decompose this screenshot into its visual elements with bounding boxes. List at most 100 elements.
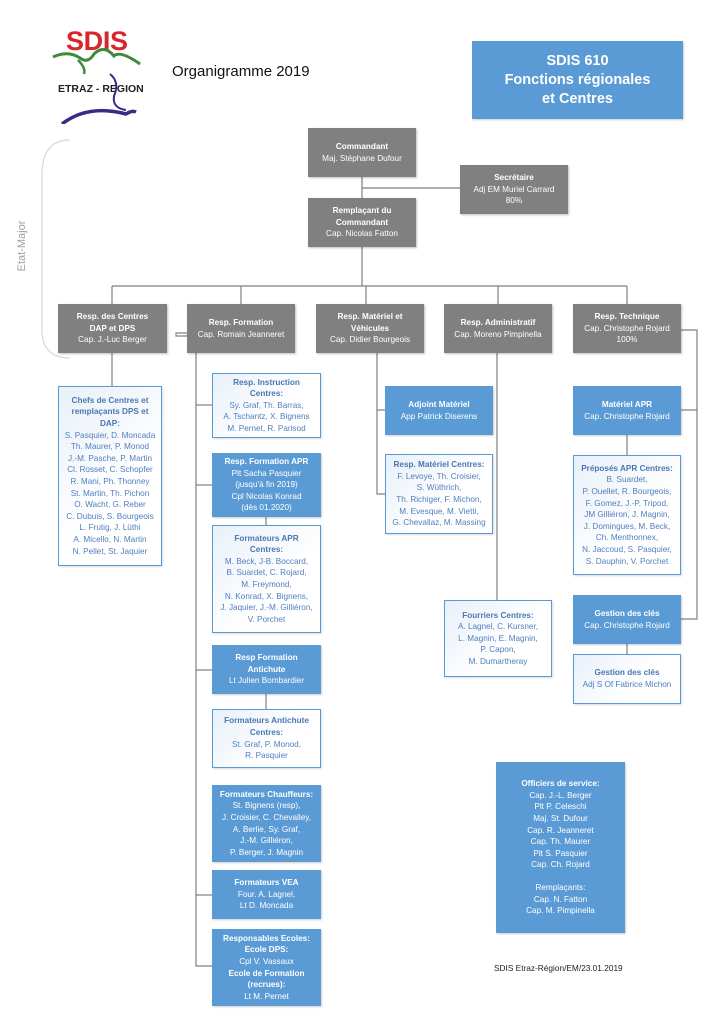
line: S. Wüthrich, (416, 483, 462, 493)
name: Maj. Stéphane Dufour (322, 153, 402, 163)
technique-box: Préposés APR Centres: B. Suardet, P. Ouell… (573, 455, 681, 575)
line: (dès 01.2020) (241, 503, 292, 513)
page-title: Organigramme 2019 (172, 63, 310, 80)
dept-formation: Resp. Formation Cap. Romain Jeanneret (187, 304, 295, 353)
list-line: Th. Maurer, P. Monod (70, 442, 150, 452)
line: App Patrick Diserens (400, 411, 478, 421)
technique-box: Matériel APR Cap. Christophe Rojard (573, 386, 681, 435)
formation-box: Resp. Instruction Centres:Sy. Graf, Th. … (212, 373, 321, 438)
dept-materiel: Resp. Matériel et Véhicules Cap. Didier … (316, 304, 424, 353)
svg-text:ETRAZ - REGION: ETRAZ - REGION (58, 83, 144, 95)
materiel-box: Resp. Matériel Centres:F. Levoye, Th. Cr… (385, 454, 493, 534)
line: M. Pernet, R. Parisod (227, 423, 306, 433)
sdis-logo: SDIS ETRAZ - REGION (48, 24, 148, 126)
line: J. Domingues, M. Beck, (583, 521, 671, 531)
sub2: Ecole de Formation (recrues): (228, 968, 305, 990)
name: Cap. Moreno Pimpinella (454, 329, 542, 339)
line: Ch. Menthonnex, (595, 533, 659, 543)
list-line: O. Wacht, G. Reber (74, 500, 146, 510)
name: Cap. Didier Bourgeois (329, 335, 411, 345)
list-line: Cap. N. Fatton (533, 894, 588, 904)
title: Gestion des clés (594, 668, 660, 678)
line: Cpl Nicolas Konrad (231, 491, 302, 501)
line: V. Porchet (247, 614, 286, 624)
line: St. Graf, P. Monod, (231, 739, 302, 749)
remplacant-box: Remplaçant du Commandant Cap. Nicolas Fa… (308, 198, 416, 247)
administratif-box: Fourriers Centres:A. Lagnel, C. Kursner,… (444, 600, 552, 677)
footer-reference: SDIS Etraz-Région/EM/23.01.2019 (494, 963, 623, 973)
title: Formateurs APR Centres: (234, 533, 299, 555)
line: (jusqu'à fin 2019) (235, 480, 298, 490)
line: J. Croisier, C. Chevalley, (221, 812, 312, 822)
list-line: Maj. St. Dufour (533, 814, 588, 824)
list-line: Cap. J.-L. Berger (529, 790, 592, 800)
line: L. Magnin, E. Magnin, (458, 633, 538, 643)
list-line: N. Pellet, St. Jaquier (72, 546, 148, 556)
line: Th. Richiger, F. Michon, (396, 495, 482, 504)
line: P. Ouellet, R. Bourgeois, (582, 487, 672, 497)
title: Préposés APR Centres: (581, 463, 673, 473)
list-line: A. Micello, N. Martin (73, 534, 147, 544)
role: Resp. Formation (208, 317, 274, 327)
role: Resp. des Centres DAP et DPS (76, 312, 149, 333)
remplacants-title: Remplaçants: (535, 882, 586, 892)
title: Resp. Formation APR (224, 457, 309, 467)
list-line: Cap. Ch. Rojard (531, 860, 590, 870)
line: Four. A. Lagnel, (237, 889, 296, 899)
line: Cap. Christophe Rojard (584, 411, 670, 421)
list-line: Cap. M. Pimpinella (526, 906, 595, 916)
header-line: et Centres (542, 90, 613, 107)
line: JM Gilliéron, J. Magnin, (584, 510, 670, 520)
line: G. Chevallaz, M. Massing (392, 518, 486, 528)
title: Gestion des clés (594, 608, 660, 618)
line: M. Freymond, (241, 580, 292, 589)
line: P. Capon, (480, 645, 516, 655)
title: Adjoint Matériel (408, 399, 470, 409)
line: Lt Julien Bombardier (228, 676, 305, 686)
title: Matériel APR (601, 399, 653, 409)
header-line: SDIS 610 (546, 52, 609, 69)
line: Lt D. Moncada (239, 901, 294, 911)
title: Resp. Matériel Centres: (393, 460, 485, 470)
name: Cap. Nicolas Fatton (326, 229, 398, 239)
title: Resp Formation Antichute (235, 653, 298, 674)
line: A. Berlie, Sy. Graf, (232, 824, 301, 834)
role: Remplaçant du Commandant (332, 206, 392, 227)
line: N. Konrad, X. Bignens, (224, 591, 309, 601)
line: Plt Sacha Pasquier (231, 468, 302, 478)
title: Formateurs VEA (234, 878, 299, 888)
line: Sy. Graf, Th. Barras, (229, 400, 304, 410)
name: Adj EM Muriel Carrard (473, 184, 555, 194)
role: Resp. Administratif (460, 317, 536, 327)
line: S. Dauphin, V. Porchet (585, 556, 669, 566)
role: Commandant (335, 141, 389, 151)
formation-box: Resp Formation Antichute Lt Julien Bombar… (212, 645, 321, 694)
name: Cap. J.-Luc Berger (78, 335, 147, 345)
sub1: Ecole DPS: (244, 945, 289, 955)
line: F. Gomez, J.-P. Tripod, (585, 498, 669, 508)
list-line: Plt P. Celeschi (534, 802, 587, 812)
formation-box: Formateurs Antichute Centres:St. Graf, P… (212, 709, 321, 768)
role: Secrétaire (494, 173, 534, 183)
line: B. Suardet, (606, 475, 648, 485)
line: M. Beck, J-B. Boccard, (224, 556, 309, 566)
header-line: Fonctions régionales (504, 71, 651, 88)
rate: 80% (505, 196, 523, 206)
dept-centres: Resp. des Centres DAP et DPS Cap. J.-Luc… (58, 304, 167, 353)
line: F. Levoye, Th. Croisier, (397, 471, 481, 481)
list-line: R. Mani, Ph. Thonney (70, 477, 150, 486)
line: A. Tschantz, X. Bignens (223, 412, 310, 422)
commandant-box: Commandant Maj. Stéphane Dufour (308, 128, 416, 177)
line: Cap. Christophe Rojard (584, 620, 670, 630)
line: M. Dumartheray (468, 656, 528, 666)
dept-administratif: Resp. Administratif Cap. Moreno Pimpinel… (444, 304, 552, 353)
line: P. Berger, J. Magnin (229, 847, 304, 857)
list-line: J.-M. Pasche, P. Martin (67, 453, 152, 463)
